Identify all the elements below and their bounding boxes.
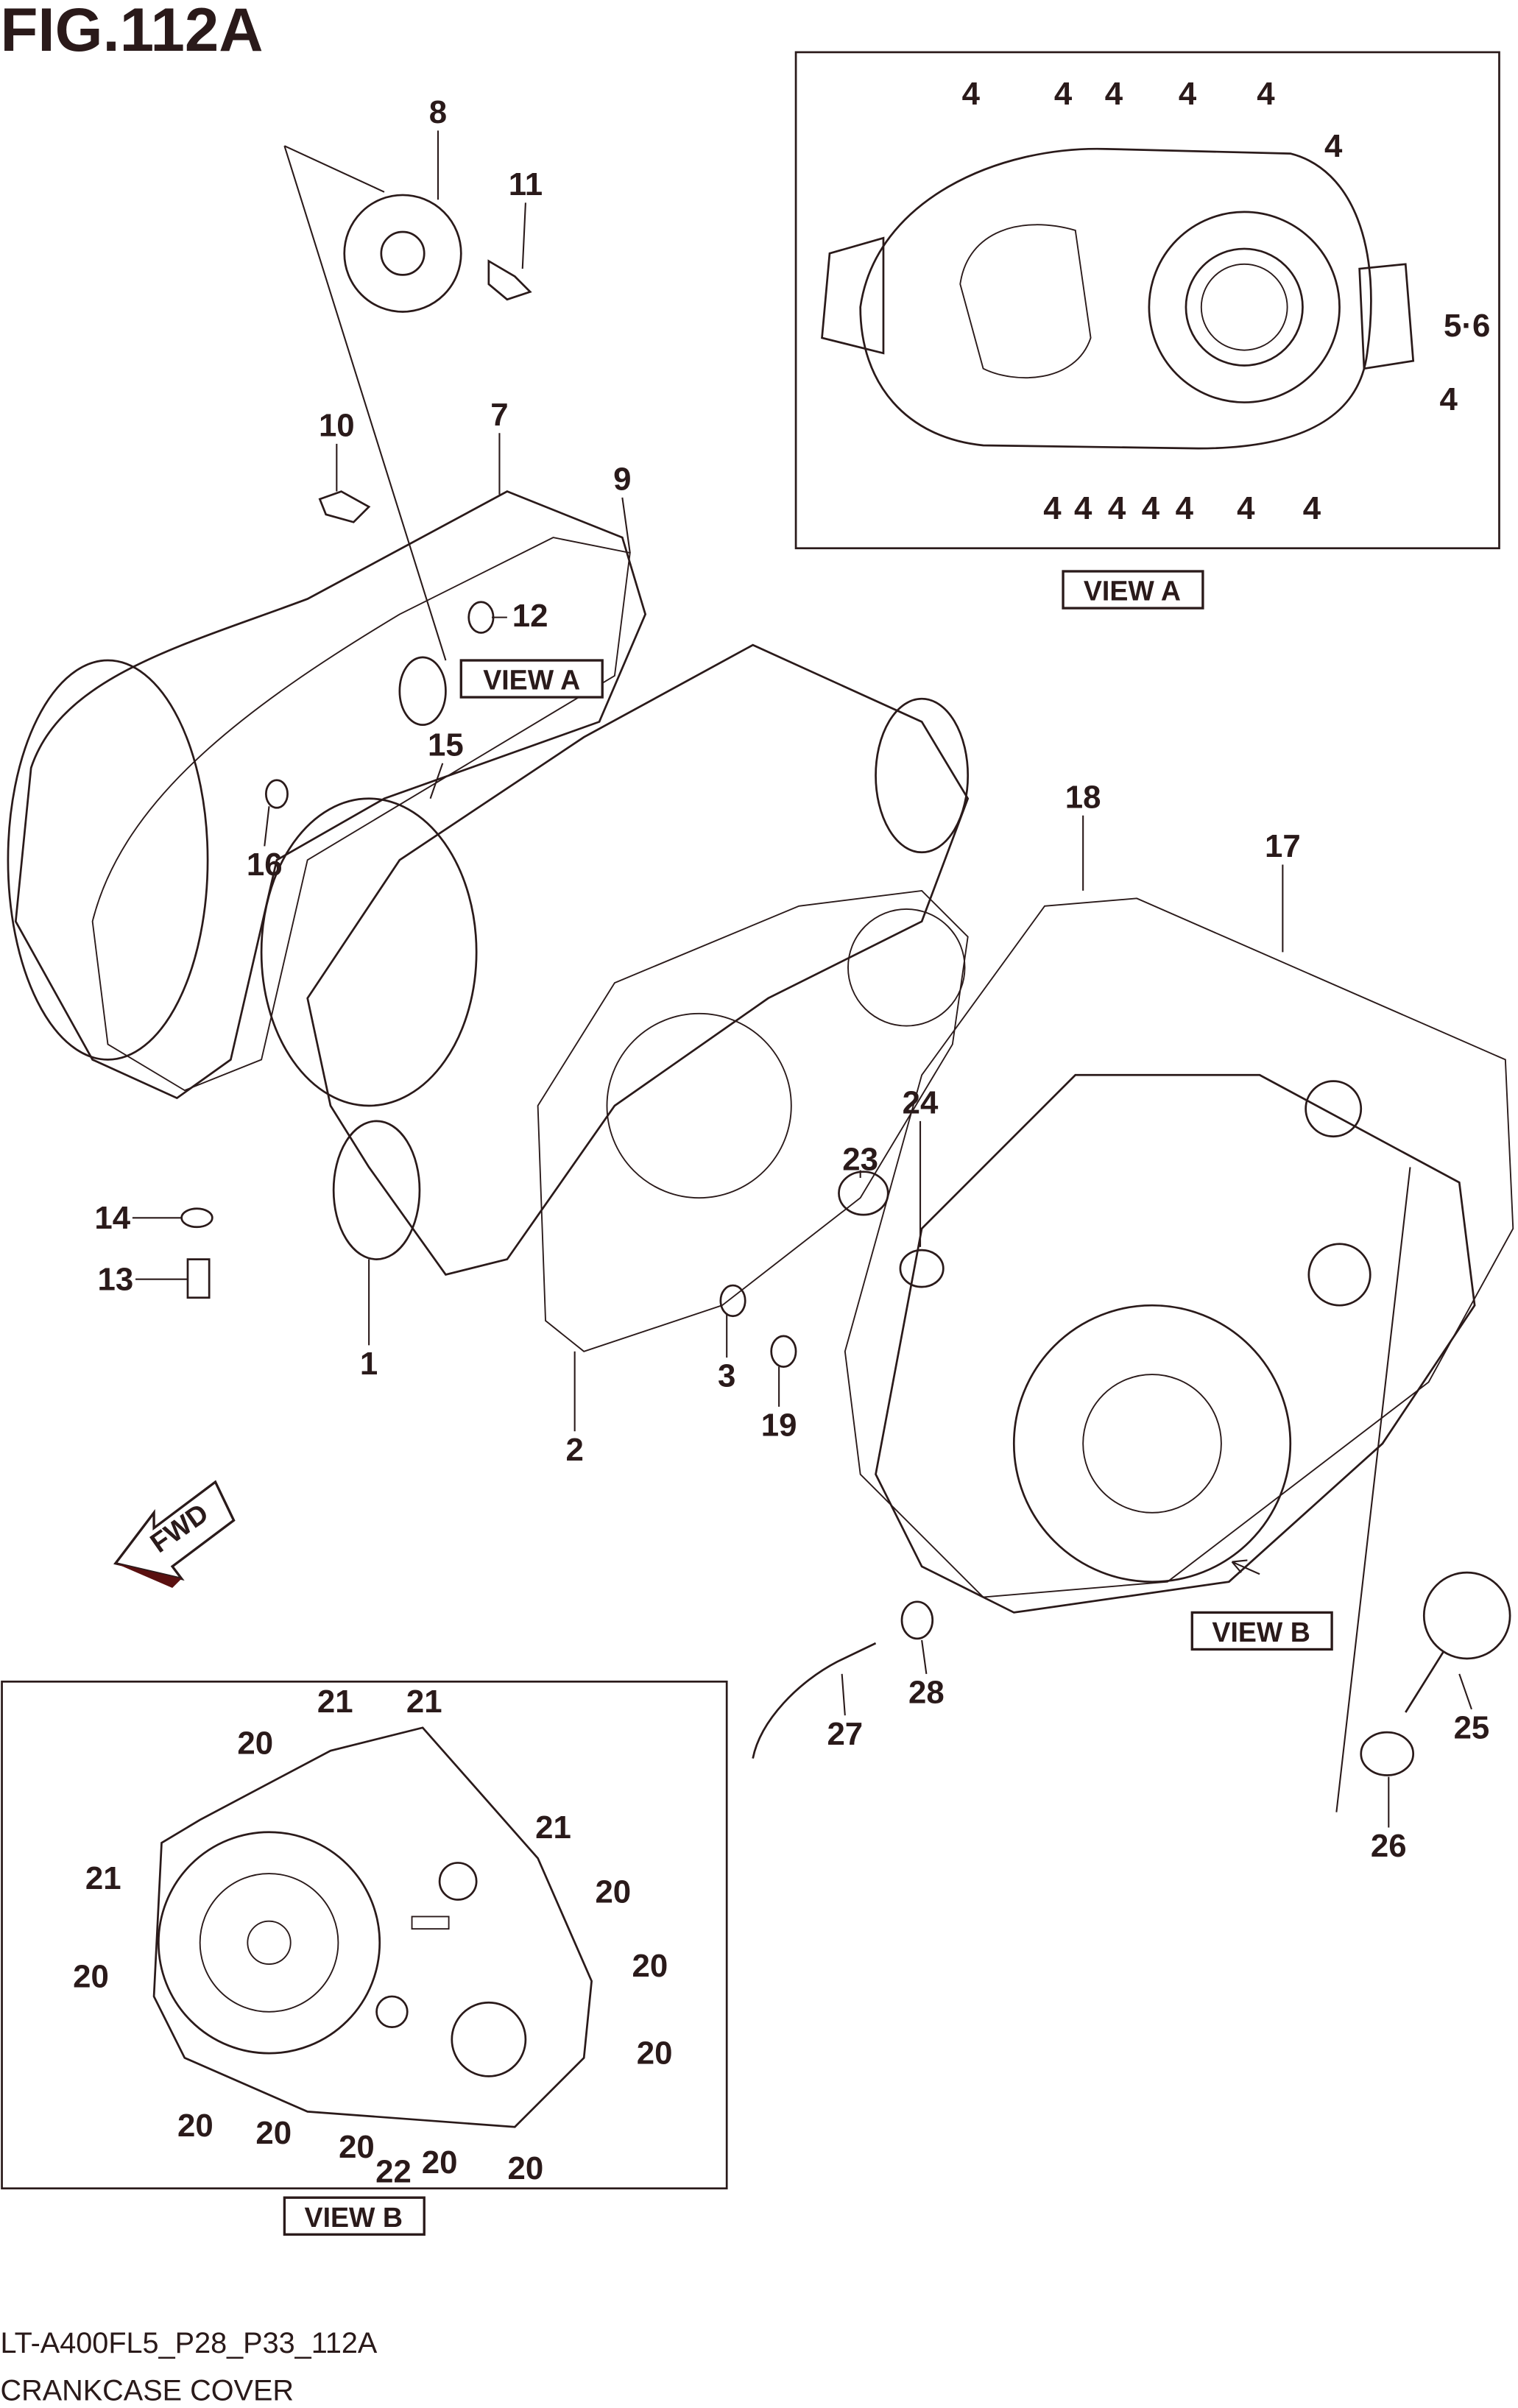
callout-view-a-4: 4 [1043, 490, 1062, 526]
callout-view-a-4: 4 [1257, 76, 1275, 112]
callout-view-b-21: 21 [535, 1809, 571, 1846]
callout-main-8: 8 [429, 94, 447, 130]
callout-view-b-21: 21 [317, 1684, 353, 1720]
callout-view-a-4: 4 [1105, 76, 1123, 112]
callout-view-b-22: 22 [375, 2153, 412, 2189]
callout-main-2: 2 [565, 1432, 583, 1468]
callout-view-b-20: 20 [339, 2129, 375, 2165]
view-a-panel [794, 51, 1500, 550]
view-a-panel-label: VIEW A [1084, 576, 1181, 607]
callout-view-a-4: 4 [1054, 76, 1073, 112]
callout-main-3: 3 [718, 1358, 735, 1394]
callout-main-27: 27 [827, 1716, 863, 1752]
callout-view-b-20: 20 [255, 2115, 292, 2151]
figure-caption: CRANKCASE COVER [0, 2375, 294, 2407]
callout-view-b-20: 20 [595, 1874, 631, 1910]
callout-main-18: 18 [1065, 779, 1101, 815]
callout-view-b-21: 21 [85, 1860, 121, 1896]
callout-view-b-20: 20 [73, 1958, 109, 1994]
view-b-label-box [283, 2196, 426, 2236]
callout-main-23: 23 [842, 1142, 878, 1178]
callout-view-a-5·6: 5·6 [1444, 308, 1490, 344]
callout-view-b-20: 20 [422, 2144, 458, 2181]
callout-main-12: 12 [512, 598, 548, 634]
callout-main-26: 26 [1371, 1828, 1407, 1864]
callout-view-a-4: 4 [1142, 490, 1160, 526]
view-a-callout-box [459, 659, 604, 699]
callout-view-a-4: 4 [1108, 490, 1126, 526]
callout-view-a-4: 4 [1324, 128, 1343, 164]
callout-main-16: 16 [247, 847, 283, 883]
callout-main-28: 28 [908, 1674, 945, 1710]
view-b-panel [1, 1680, 728, 2190]
callout-main-9: 9 [613, 461, 631, 497]
view-b-callout-box [1190, 1611, 1333, 1651]
callout-main-13: 13 [98, 1261, 134, 1297]
callout-main-11: 11 [509, 166, 543, 202]
view-a-callout-label: VIEW A [483, 665, 580, 696]
callout-main-19: 19 [761, 1408, 797, 1444]
callout-view-b-20: 20 [177, 2108, 213, 2144]
view-b-callout-label: VIEW B [1212, 1617, 1310, 1648]
fwd-arrow-icon: FWD [113, 1480, 236, 1589]
callout-view-a-4: 4 [1179, 76, 1197, 112]
callout-view-a-4: 4 [1303, 490, 1321, 526]
callout-view-a-4: 4 [1439, 381, 1458, 417]
figure-code: LT-A400FL5_P28_P33_112A [0, 2327, 377, 2359]
view-a-label-box [1062, 570, 1204, 610]
callout-main-15: 15 [428, 727, 464, 763]
callout-view-a-4: 4 [962, 76, 981, 112]
callout-view-a-4: 4 [1176, 490, 1194, 526]
callout-view-b-20: 20 [632, 1948, 668, 1984]
callout-main-1: 1 [360, 1346, 378, 1382]
callout-main-7: 7 [490, 397, 508, 433]
callout-main-25: 25 [1454, 1709, 1490, 1745]
callout-main-24: 24 [903, 1084, 939, 1120]
callout-main-10: 10 [319, 407, 355, 443]
callout-main-17: 17 [1265, 828, 1301, 864]
callout-view-a-4: 4 [1074, 490, 1092, 526]
callout-view-a-4: 4 [1237, 490, 1255, 526]
crankcase-cover-assembly [7, 130, 1514, 1828]
figure-title: FIG.112A [0, 0, 263, 64]
callout-view-b-20: 20 [237, 1725, 273, 1761]
callout-view-b-21: 21 [406, 1684, 442, 1720]
callout-view-b-20: 20 [637, 2035, 673, 2072]
callout-view-b-20: 20 [508, 2150, 544, 2186]
callout-main-14: 14 [94, 1200, 130, 1236]
view-b-panel-label: VIEW B [305, 2202, 403, 2233]
